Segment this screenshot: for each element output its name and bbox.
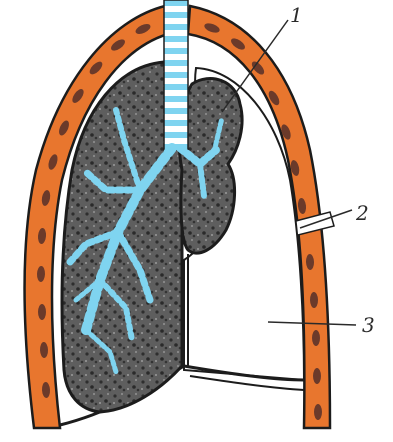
label-3: 3 [362, 313, 375, 337]
label-1: 1 [290, 3, 303, 27]
trachea [164, 0, 188, 150]
label-2: 2 [355, 201, 369, 225]
